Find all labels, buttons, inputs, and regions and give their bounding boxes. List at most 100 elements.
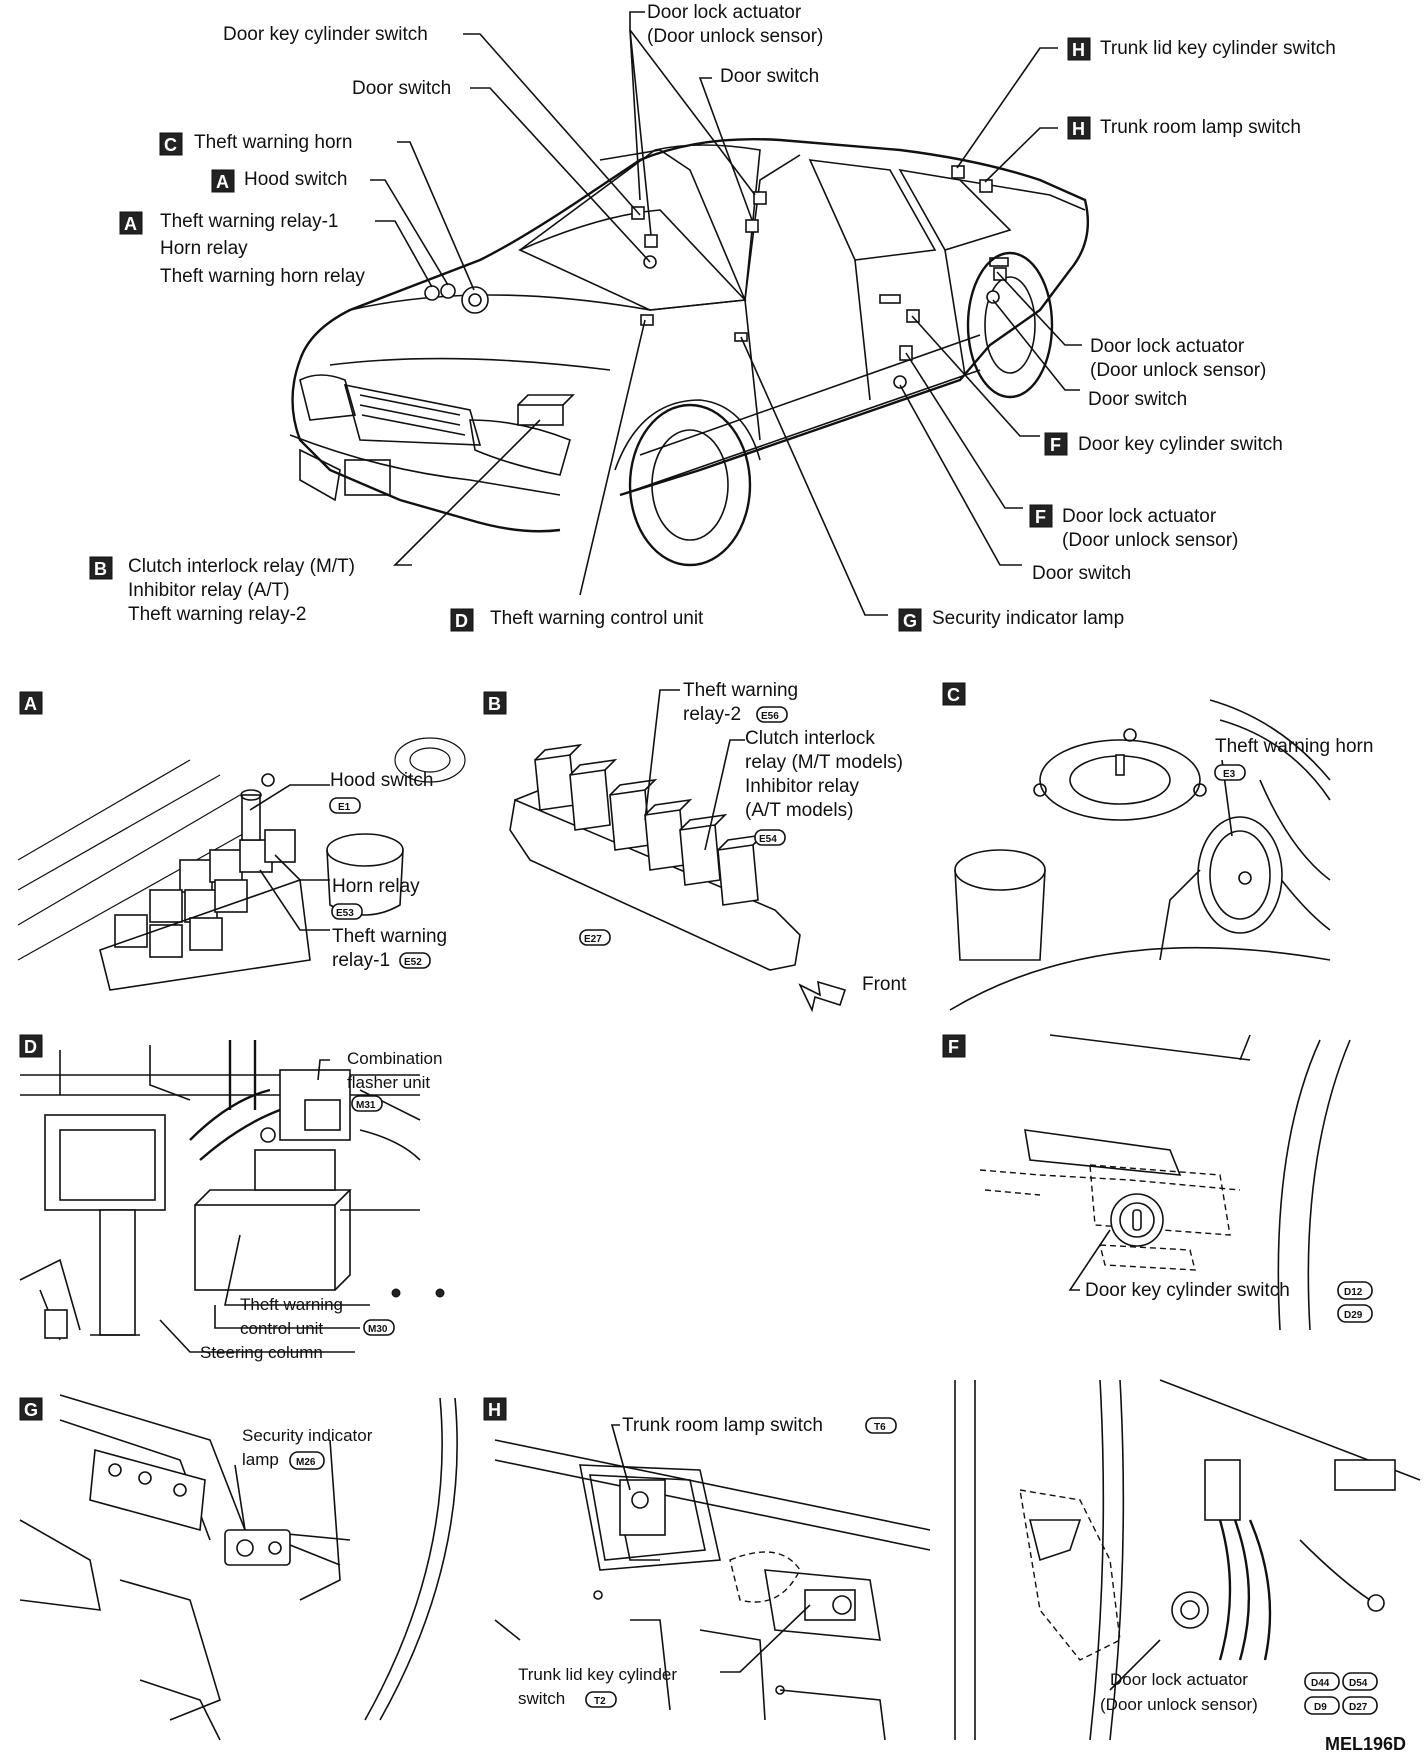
svg-text:A: A [216, 172, 229, 192]
badge-d [19, 1034, 43, 1058]
door-conn-d27 [1342, 1696, 1378, 1715]
svg-text:E3: E3 [1223, 769, 1236, 780]
svg-text:E1: E1 [338, 802, 351, 813]
detail-b-relay-box: B Theft warning relay-2 E56 Clutch inter… [483, 680, 907, 1013]
badge-d-overview [450, 608, 474, 632]
d-theft-warning-label: Theft warning [240, 1295, 343, 1314]
ov-theft-warning-relay-2-label: Theft warning relay-2 [128, 604, 306, 625]
badge-c-overview [159, 132, 183, 156]
svg-text:G: G [903, 611, 917, 631]
relay-row-b [534, 743, 766, 906]
ov-theft-warning-horn-label: Theft warning horn [194, 132, 352, 153]
badge-f-overview-2 [1029, 504, 1053, 528]
ov-door-switch-label-2: Door switch [720, 66, 819, 87]
overview-leader-lines [370, 11, 1082, 616]
horn-icon [1159, 816, 1283, 961]
f-conn-d29 [1337, 1304, 1373, 1323]
b-inhibitor-relay-label: Inhibitor relay [745, 776, 860, 797]
h-trunk-lid-key-cylinder-label: Trunk lid key cylinder [518, 1665, 677, 1684]
badge-h-overview-2 [1067, 116, 1091, 140]
svg-text:T6: T6 [874, 1422, 886, 1433]
a-conn-e52 [399, 952, 431, 969]
badge-a [19, 691, 43, 715]
badge-c [942, 682, 966, 706]
svg-text:E27: E27 [584, 934, 602, 945]
ov-door-switch-label-1: Door switch [352, 78, 451, 99]
b-at-models-label: (A/T models) [745, 800, 853, 821]
badge-a-overview-1 [211, 169, 235, 193]
h-trunk-room-lamp-switch-label: Trunk room lamp switch [622, 1415, 823, 1436]
svg-text:D29: D29 [1344, 1310, 1363, 1321]
b-theft-warning-label: Theft warning [683, 680, 798, 701]
c-conn-e3 [1214, 764, 1246, 781]
svg-text:D: D [24, 1037, 37, 1057]
g-conn-m26 [289, 1451, 325, 1470]
svg-text:D27: D27 [1349, 1702, 1368, 1713]
a-relay-1-label: relay-1 [332, 950, 390, 971]
h-switch-label: switch [518, 1689, 565, 1708]
svg-text:D54: D54 [1349, 1678, 1368, 1689]
front-arrow-icon [798, 980, 847, 1013]
svg-text:C: C [164, 135, 177, 155]
g-security-indicator-label: Security indicator [242, 1426, 373, 1445]
ov-theft-warning-relay-1-label: Theft warning relay-1 [160, 211, 338, 232]
svg-text:T2: T2 [594, 1696, 606, 1707]
badge-a-overview-2 [119, 211, 143, 235]
ov-door-key-cylinder-switch-label: Door key cylinder switch [223, 24, 428, 45]
detail-c-horn: C Theft warning horn E3 [942, 682, 1373, 1011]
svg-text:F: F [1050, 435, 1061, 455]
door-conn-d44 [1304, 1672, 1340, 1691]
badge-f [942, 1034, 966, 1058]
ov-trunk-lid-key-cylinder-switch-label: Trunk lid key cylinder switch [1100, 38, 1336, 59]
door-unlock-sensor-label: (Door unlock sensor) [1100, 1695, 1258, 1714]
ov-door-switch-label-rear: Door switch [1088, 389, 1187, 410]
badge-h [483, 1397, 507, 1421]
f-door-key-cylinder-switch-label: Door key cylinder switch [1085, 1280, 1290, 1301]
detail-g-security-lamp: G Security indicator lamp M26 [19, 1394, 458, 1741]
a-conn-e1 [329, 797, 361, 814]
detail-f-door-key-cylinder: F Door key cylinder switch D12 D29 [942, 1034, 1373, 1331]
ov-clutch-interlock-relay-label: Clutch interlock relay (M/T) [128, 556, 355, 577]
relay-block-a [99, 773, 311, 991]
svg-text:H: H [1072, 40, 1085, 60]
ov-hood-switch-label: Hood switch [244, 169, 348, 190]
d-conn-m30 [363, 1319, 395, 1336]
svg-text:G: G [24, 1400, 38, 1420]
door-conn-d54 [1342, 1672, 1378, 1691]
d-combination-label: Combination [347, 1049, 442, 1068]
detail-d-control-unit: D [19, 1034, 445, 1362]
svg-text:M26: M26 [296, 1457, 316, 1468]
svg-text:B: B [94, 559, 107, 579]
ov-door-lock-actuator-label-f: Door lock actuator [1062, 506, 1217, 527]
svg-text:E52: E52 [404, 957, 422, 968]
ov-door-unlock-sensor-label-f: (Door unlock sensor) [1062, 530, 1238, 551]
svg-text:F: F [1035, 507, 1046, 527]
trunk-room-lamp-switch-icon [619, 1479, 666, 1561]
badge-b [483, 691, 507, 715]
door-lock-actuator-icon [1171, 1459, 1385, 1661]
svg-text:A: A [24, 694, 37, 714]
g-lamp-label: lamp [242, 1450, 279, 1469]
ov-door-lock-actuator-label-top: Door lock actuator [647, 2, 802, 23]
svg-text:E54: E54 [759, 834, 777, 845]
a-theft-warning-label: Theft warning [332, 926, 447, 947]
ov-door-lock-actuator-label-rear: Door lock actuator [1090, 336, 1245, 357]
d-steering-column-label: Steering column [200, 1343, 323, 1362]
ov-door-key-cylinder-switch-label-f: Door key cylinder switch [1078, 434, 1283, 455]
svg-text:D12: D12 [1344, 1287, 1363, 1298]
badge-b-overview [89, 556, 113, 580]
ov-door-switch-label-front: Door switch [1032, 563, 1131, 584]
svg-text:B: B [488, 694, 501, 714]
b-conn-e56 [756, 706, 788, 723]
a-hood-switch-label: Hood switch [330, 770, 434, 791]
detail-door-lock-actuator: Door lock actuator (Door unlock sensor) … [954, 1379, 1421, 1741]
ov-door-unlock-sensor-label-rear: (Door unlock sensor) [1090, 360, 1266, 381]
d-conn-m31 [351, 1095, 383, 1112]
c-theft-warning-horn-label: Theft warning horn [1215, 736, 1373, 757]
svg-text:E53: E53 [336, 908, 354, 919]
b-conn-e27 [579, 929, 611, 946]
key-cylinder-icon [1110, 1193, 1164, 1247]
b-relay-2-label: relay-2 [683, 704, 741, 725]
svg-text:C: C [947, 685, 960, 705]
badge-f-overview-1 [1044, 432, 1068, 456]
